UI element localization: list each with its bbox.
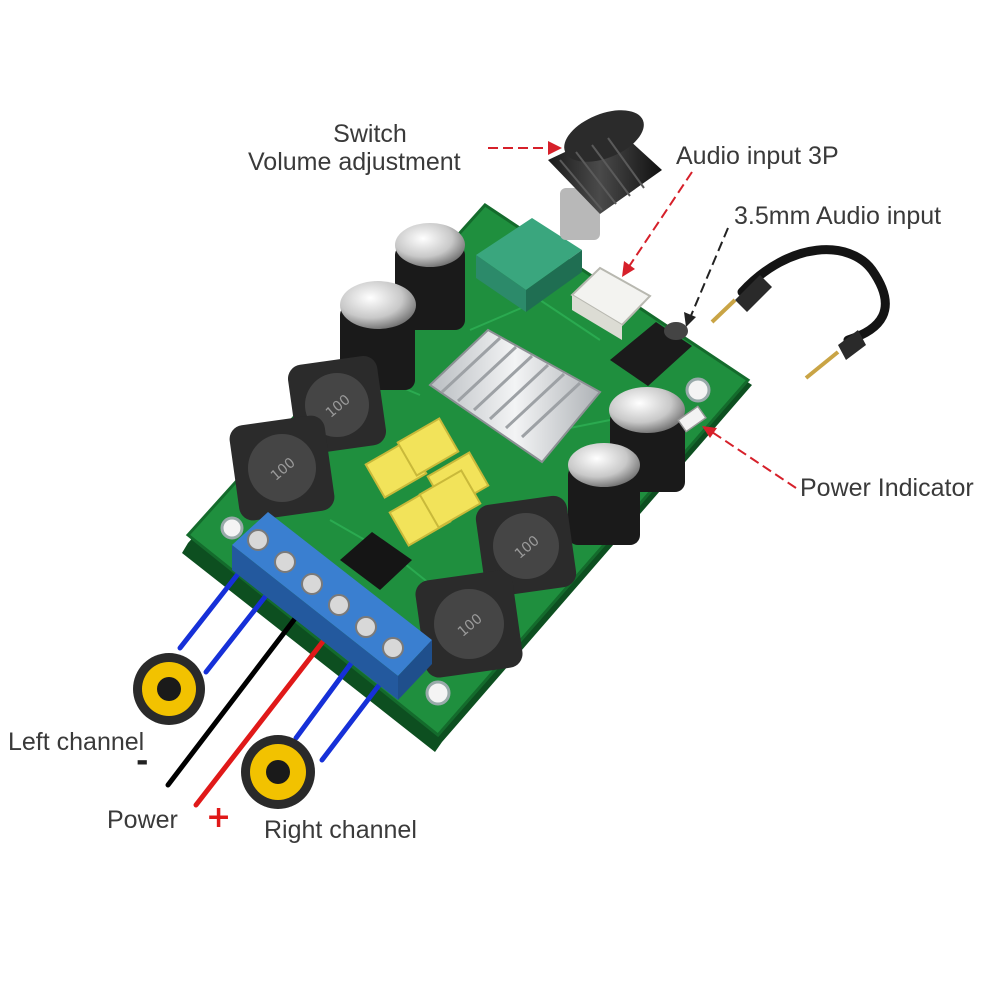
label-minus-sign: - xyxy=(136,744,149,779)
wires xyxy=(165,562,386,808)
arrow-heads xyxy=(548,141,717,438)
inductor: 100 xyxy=(229,415,335,521)
audio-jack-socket xyxy=(610,322,692,386)
power-indicator-led xyxy=(677,405,707,433)
left-speaker-icon xyxy=(133,653,205,725)
film-capacitors xyxy=(364,417,490,547)
arrow-power-indicator xyxy=(711,431,797,489)
arrow-audio-3p xyxy=(627,171,693,269)
wire-left-2 xyxy=(203,585,275,675)
mount-hole xyxy=(220,516,244,540)
wire-right-1 xyxy=(293,655,358,741)
terminal-block xyxy=(232,512,432,700)
arrow-audio-35 xyxy=(689,227,729,319)
audio-3p-header xyxy=(570,266,652,340)
label-audio-input-3p: Audio input 3P xyxy=(676,142,839,170)
label-switch: Switch xyxy=(333,120,407,148)
capacitor xyxy=(568,443,640,545)
potentiometer xyxy=(476,218,582,312)
wire-right-2 xyxy=(319,677,386,763)
right-speaker-icon xyxy=(241,735,315,809)
mount-hole xyxy=(685,377,711,403)
label-power: Power xyxy=(107,806,178,834)
label-right-channel: Right channel xyxy=(264,816,417,844)
audio-cable xyxy=(710,245,890,380)
regulator-chip xyxy=(340,532,412,590)
label-3-5mm-audio-input: 3.5mm Audio input xyxy=(734,202,942,230)
wire-power-negative xyxy=(165,609,303,788)
label-power-indicator: Power Indicator xyxy=(800,474,974,502)
mount-hole xyxy=(425,680,451,706)
inductor: 100 xyxy=(415,570,523,678)
volume-knob[interactable] xyxy=(548,100,662,240)
wire-power-positive xyxy=(193,632,331,808)
label-volume-adjustment: Volume adjustment xyxy=(248,148,461,176)
wire-left-1 xyxy=(177,562,248,651)
callout-arrows xyxy=(488,147,797,489)
label-left-channel: Left channel xyxy=(8,728,145,756)
heatsink xyxy=(428,328,602,464)
label-plus-sign: + xyxy=(206,800,232,835)
